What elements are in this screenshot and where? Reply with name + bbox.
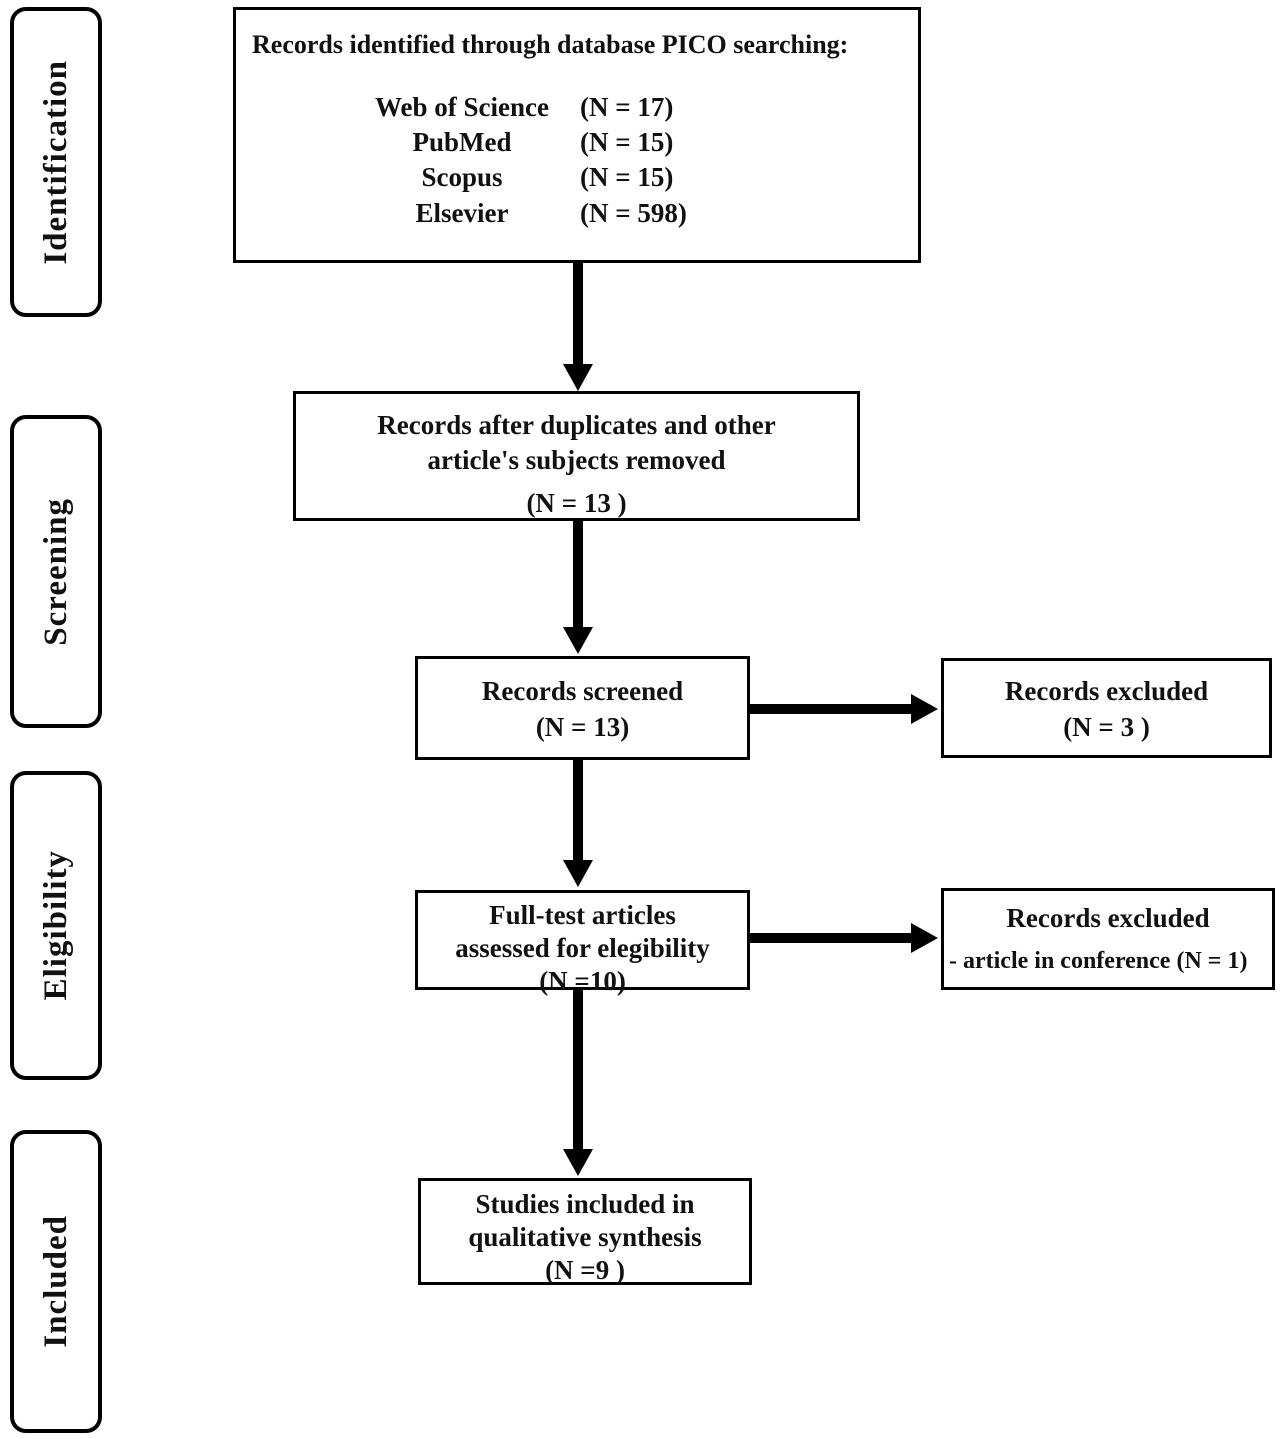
records-screened-box: Records screened (N = 13) [415, 656, 750, 760]
records-excluded-eligibility-box: Records excluded - article in conference… [941, 888, 1275, 990]
arrow-shaft [750, 933, 912, 943]
source-name: Scopus [421, 162, 503, 193]
arrow-shaft [573, 263, 583, 365]
stage-identification-label: Identification [37, 59, 74, 265]
screened-count: (N = 13) [535, 712, 630, 743]
arrow-head-down-icon [563, 1149, 593, 1176]
excluded1-count: (N = 3 ) [1063, 712, 1150, 743]
source-count: (N = 17) [580, 92, 674, 122]
dedup-count: (N = 13 ) [526, 488, 627, 519]
stage-included: Included [10, 1130, 102, 1433]
stage-eligibility-label: Eligibility [37, 850, 74, 1001]
arrow-head-right-icon [911, 923, 938, 953]
excluded2-reason: - article in conference (N = 1) [949, 948, 1248, 975]
stage-screening: Screening [10, 415, 102, 728]
stage-included-label: Included [37, 1215, 74, 1348]
dedup-line2: article's subjects removed [427, 445, 726, 476]
stage-eligibility: Eligibility [10, 771, 102, 1080]
arrow-shaft [750, 704, 912, 714]
included-count: (N =9 ) [545, 1254, 625, 1285]
screened-line1: Records screened [481, 676, 684, 706]
source-name: Elsevier [415, 197, 509, 228]
records-excluded-screening-box: Records excluded (N = 3 ) [941, 658, 1272, 758]
stage-screening-label: Screening [37, 497, 74, 646]
source-count: (N = 15) [580, 162, 674, 193]
records-identified-box: Records identified through database PICO… [233, 7, 921, 263]
arrow-head-down-icon [563, 364, 593, 391]
arrow-shaft [573, 990, 583, 1150]
stage-identification: Identification [10, 7, 102, 317]
fulltext-line1: Full-test articles [489, 900, 676, 930]
source-row-pubmed: PubMed (N = 15) [252, 125, 688, 160]
source-row-scopus: Scopus (N = 15) [252, 160, 688, 195]
arrow-head-down-icon [563, 627, 593, 654]
fulltext-line2: assessed for elegibility [455, 932, 710, 963]
arrow-head-down-icon [563, 860, 593, 887]
dedup-line1: Records after duplicates and other [377, 410, 776, 440]
source-count: (N = 15) [580, 127, 674, 158]
excluded2-line1: Records excluded [1006, 903, 1210, 933]
source-count: (N = 598) [580, 197, 687, 228]
database-source-list: Web of Science (N = 17) PubMed (N = 15) … [252, 90, 688, 231]
arrow-shaft [573, 760, 583, 861]
source-row-web-of-science: Web of Science (N = 17) [252, 90, 688, 125]
arrow-shaft [573, 521, 583, 628]
included-line1: Studies included in [475, 1189, 695, 1219]
records-after-duplicates-box: Records after duplicates and other artic… [293, 391, 860, 521]
studies-included-box: Studies included in qualitative synthesi… [418, 1178, 752, 1285]
source-row-elsevier: Elsevier (N = 598) [252, 196, 688, 231]
source-name: PubMed [412, 127, 512, 158]
records-identified-header: Records identified through database PICO… [252, 30, 849, 59]
included-line2: qualitative synthesis [468, 1221, 702, 1252]
fulltext-assessed-box: Full-test articles assessed for elegibil… [415, 890, 750, 996]
excluded1-line1: Records excluded [1004, 676, 1209, 706]
source-name: Web of Science [375, 92, 549, 122]
arrow-head-right-icon [911, 694, 938, 724]
